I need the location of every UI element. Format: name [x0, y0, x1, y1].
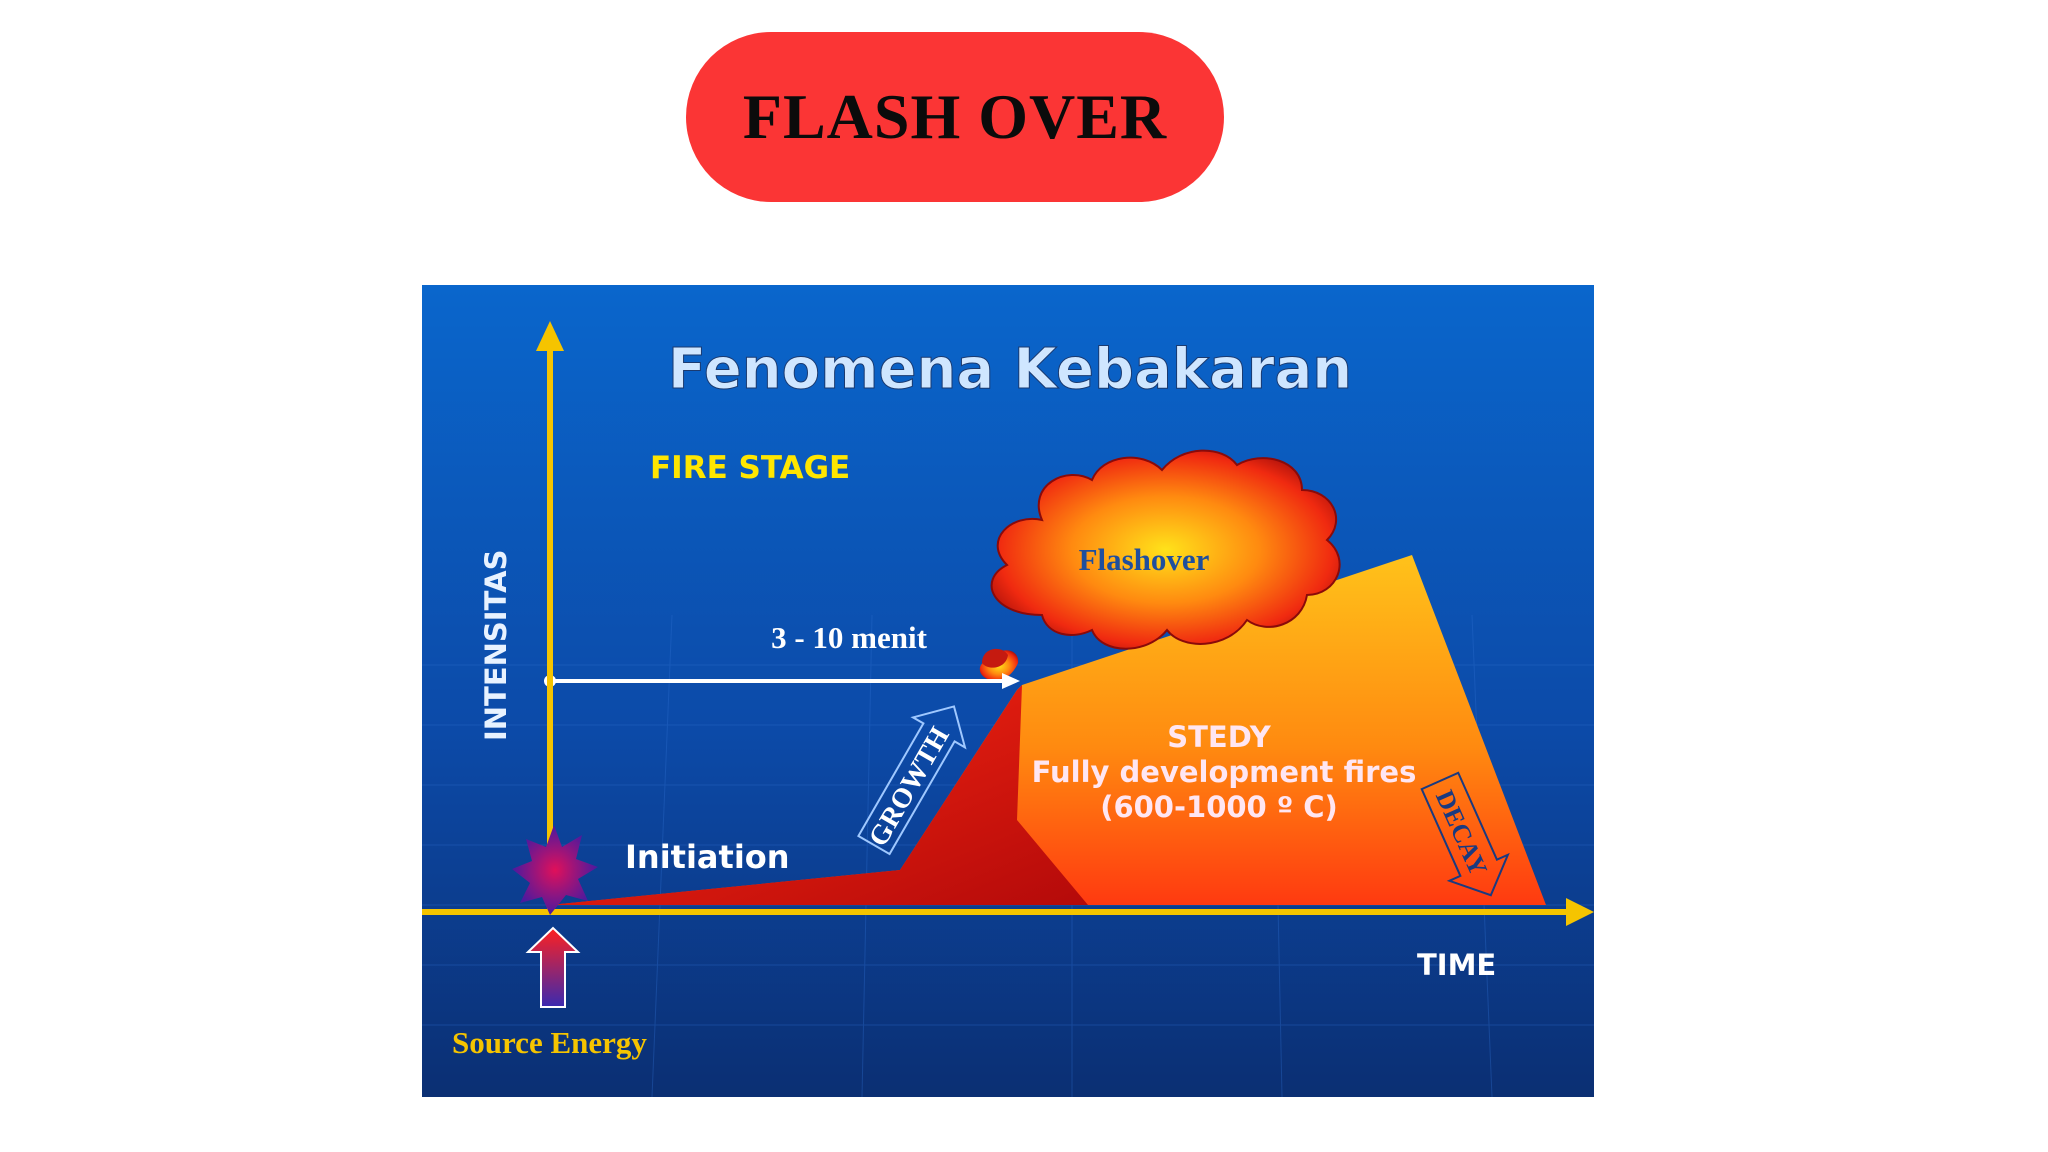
initiation-label: Initiation — [625, 838, 790, 876]
steady-line-3: (600-1000 º C) — [1100, 790, 1338, 824]
page-title: FLASH OVER — [742, 81, 1168, 152]
fire-stage-label: FIRE STAGE — [650, 450, 850, 486]
steady-fire-area — [550, 555, 1546, 905]
flashover-label: Flashover — [1079, 542, 1210, 577]
steady-line-2: Fully development fires — [1032, 755, 1417, 789]
time-interval-label: 3 - 10 menit — [771, 620, 928, 655]
title-badge: FLASH OVER — [686, 32, 1224, 202]
fire-phenomenon-diagram: Fenomena Kebakaran FIRE STAGE Flashover … — [422, 285, 1594, 1097]
x-axis-label: TIME — [1417, 948, 1496, 982]
time-interval-arrowhead — [1002, 673, 1020, 689]
steady-line-1: STEDY — [1167, 720, 1271, 754]
y-axis-arrowhead — [536, 321, 564, 351]
growth-fire-area — [550, 685, 1088, 905]
x-axis-arrowhead — [1566, 898, 1594, 926]
source-energy-arrow-icon — [525, 926, 581, 1008]
source-energy-label: Source Energy — [452, 1025, 647, 1060]
initiation-burst-icon — [512, 825, 598, 915]
y-axis-label: INTENSITAS — [479, 550, 513, 741]
flashover-cloud — [979, 449, 1341, 682]
diagram-heading: Fenomena Kebakaran — [668, 337, 1352, 402]
